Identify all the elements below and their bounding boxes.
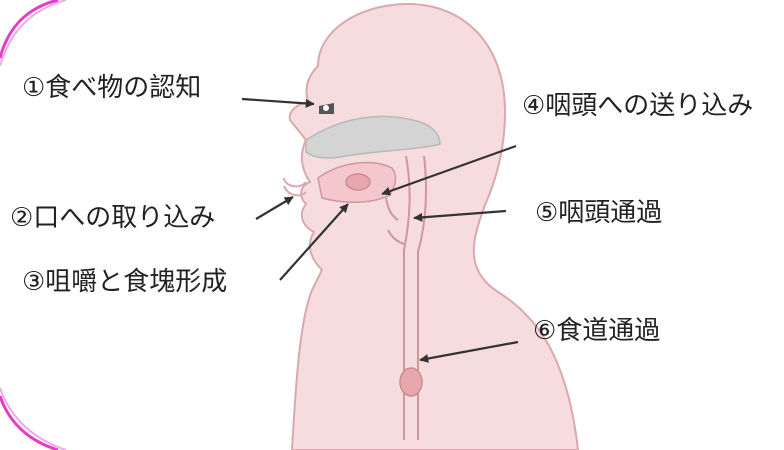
- label-oral-intake: ②口への取り込み: [10, 203, 215, 233]
- bolus-in-mouth: [346, 174, 370, 190]
- label-esophageal-passage: ⑥食道通過: [533, 316, 660, 346]
- label-pharyngeal-passage: ⑤咽頭通過: [535, 198, 662, 228]
- label-chewing-bolus-formation: ③咀嚼と食塊形成: [22, 267, 227, 297]
- bolus-in-esophagus: [400, 368, 422, 396]
- label-food-recognition: ①食べ物の認知: [22, 73, 201, 103]
- arrow-step1: [242, 99, 314, 104]
- label-pharynx-transport: ④咽頭への送り込み: [522, 91, 753, 121]
- arrow-step2: [256, 197, 293, 219]
